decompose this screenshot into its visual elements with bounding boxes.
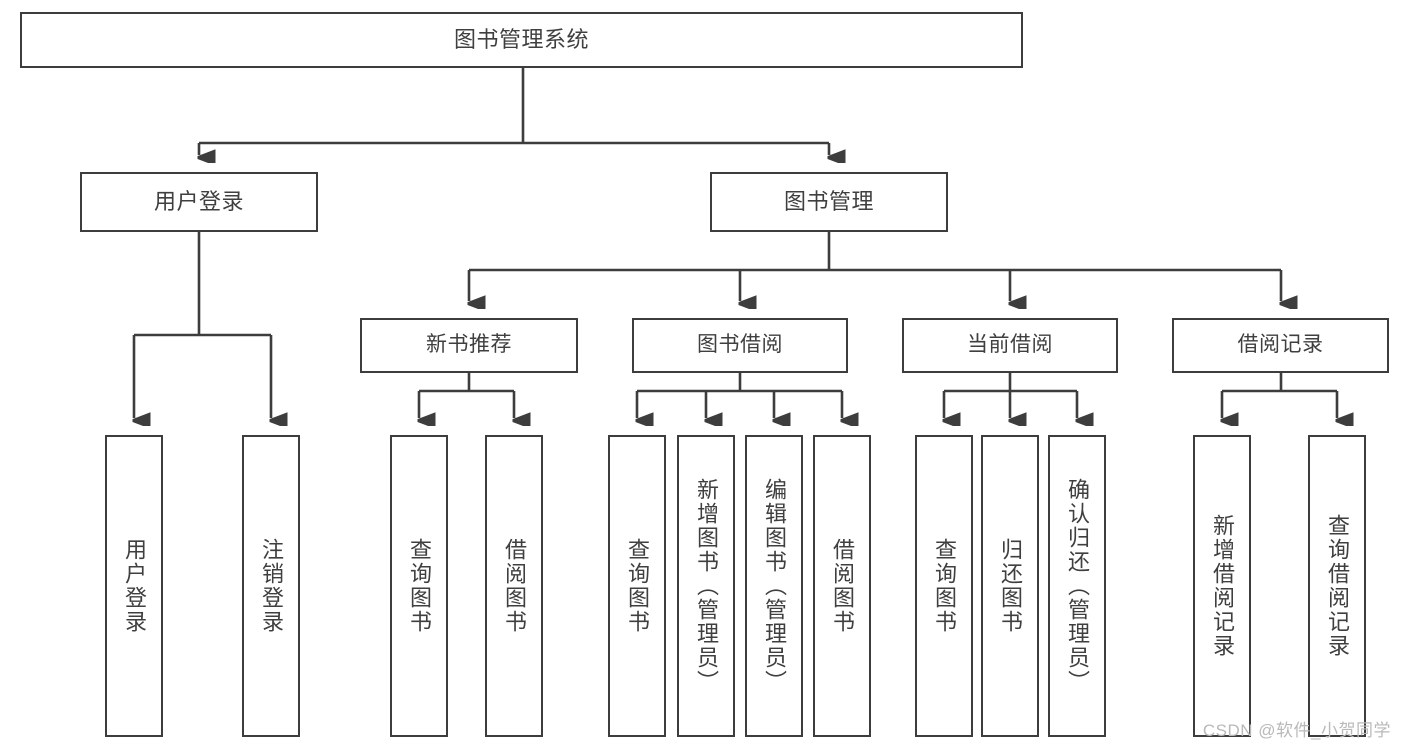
node-book-manage-label: 图书管理 [783,189,874,215]
node-current-borrow[interactable]: 当前借阅 [902,318,1118,373]
node-leaf-query-book-1-label: 查询图书 [407,538,432,634]
node-leaf-confirm-return[interactable]: 确认归还（管理员） [1048,435,1106,737]
node-leaf-query-book-2[interactable]: 查询图书 [608,435,666,737]
node-borrow-record-label: 借阅记录 [1237,333,1324,357]
node-leaf-user-login-label: 用户登录 [122,538,147,634]
node-leaf-query-record-label: 查询借阅记录 [1325,514,1350,658]
node-user-login[interactable]: 用户登录 [80,172,318,232]
node-leaf-return-book[interactable]: 归还图书 [981,435,1039,737]
node-leaf-borrow-book-2[interactable]: 借阅图书 [813,435,871,737]
node-book-borrow-label: 图书借阅 [697,333,783,357]
node-leaf-borrow-book-1-label: 借阅图书 [502,538,527,634]
node-leaf-edit-book-label: 编辑图书（管理员） [762,478,787,694]
node-leaf-return-book-label: 归还图书 [998,538,1023,634]
node-leaf-logout-login-label: 注销登录 [259,538,284,634]
node-leaf-edit-book[interactable]: 编辑图书（管理员） [745,435,803,737]
node-leaf-query-book-1[interactable]: 查询图书 [390,435,448,737]
node-borrow-record[interactable]: 借阅记录 [1172,318,1389,373]
node-leaf-confirm-return-label: 确认归还（管理员） [1065,478,1090,694]
csdn-watermark: CSDN @软件_小贺同学 [1202,721,1391,740]
node-root[interactable]: 图书管理系统 [20,12,1023,68]
node-leaf-query-book-3-label: 查询图书 [932,538,957,634]
node-leaf-borrow-book-2-label: 借阅图书 [830,538,855,634]
node-leaf-borrow-book-1[interactable]: 借阅图书 [485,435,543,737]
node-leaf-add-book-label: 新增图书（管理员） [694,478,719,694]
node-leaf-query-record[interactable]: 查询借阅记录 [1308,435,1366,737]
node-new-book-recommend[interactable]: 新书推荐 [360,318,578,373]
node-leaf-user-login[interactable]: 用户登录 [105,435,163,737]
node-root-label: 图书管理系统 [453,27,589,53]
node-leaf-query-book-2-label: 查询图书 [625,538,650,634]
node-book-manage[interactable]: 图书管理 [710,172,948,232]
node-book-borrow[interactable]: 图书借阅 [632,318,848,373]
node-user-login-label: 用户登录 [153,189,244,215]
node-leaf-logout-login[interactable]: 注销登录 [242,435,300,737]
node-leaf-add-book[interactable]: 新增图书（管理员） [677,435,735,737]
node-leaf-query-book-3[interactable]: 查询图书 [915,435,973,737]
node-leaf-add-record-label: 新增借阅记录 [1210,514,1235,658]
node-new-book-recommend-label: 新书推荐 [426,333,512,357]
node-leaf-add-record[interactable]: 新增借阅记录 [1193,435,1251,737]
node-current-borrow-label: 当前借阅 [967,333,1053,357]
